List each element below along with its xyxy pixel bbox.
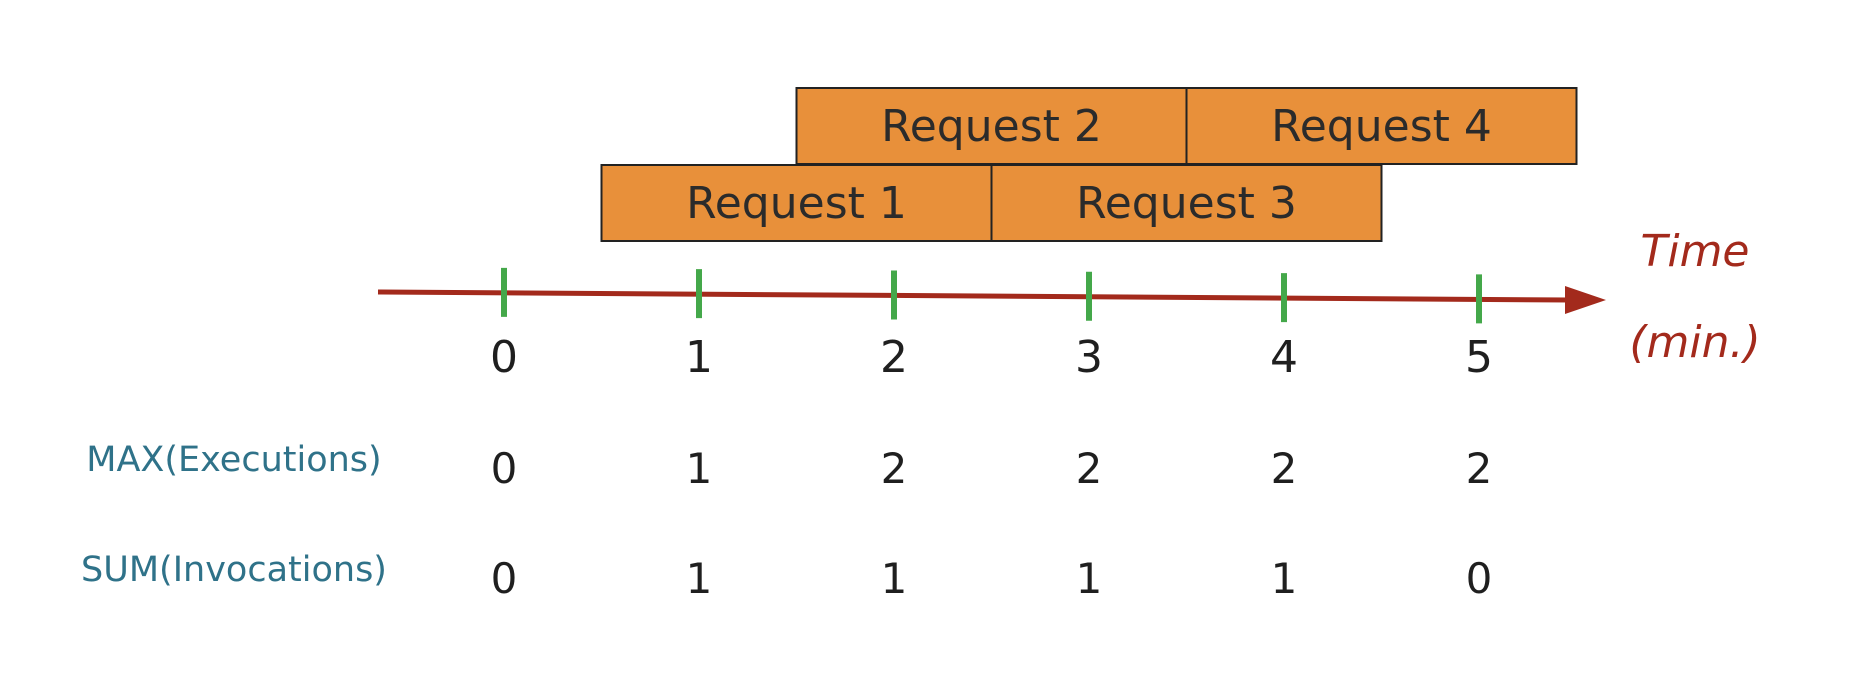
metric-label: MAX(Executions) [86, 440, 381, 480]
request-bar-label: Request 3 [1076, 178, 1297, 229]
time-tick-label: 2 [880, 332, 908, 383]
metric-value: 1 [881, 554, 908, 603]
request-bar [795, 87, 1188, 165]
request-bar-label: Request 2 [881, 101, 1102, 152]
time-tick-label: 5 [1465, 332, 1493, 383]
request-bars: Request 1 Request 2 Request 3 Request 4 [600, 87, 1578, 242]
time-axis-unit-label: (min.) [1629, 317, 1760, 368]
metric-value: 2 [1271, 444, 1298, 493]
metric-value: 0 [491, 554, 518, 603]
request-bar [600, 164, 993, 242]
metric-value: 2 [1466, 444, 1493, 493]
metric-value: 1 [1076, 554, 1103, 603]
time-tick-label: 0 [490, 332, 518, 383]
metric-value: 1 [686, 444, 713, 493]
time-tick-label: 3 [1075, 332, 1103, 383]
time-axis-line [377, 289, 1571, 303]
time-axis-ticks: 0 1 2 3 4 5 [490, 267, 1493, 383]
request-bar [1185, 87, 1578, 165]
time-axis-arrowhead [1565, 286, 1606, 314]
metric-value: 2 [1076, 444, 1103, 493]
metric-value: 0 [1466, 554, 1493, 603]
time-tick-label: 1 [685, 332, 713, 383]
metric-value: 1 [1271, 554, 1298, 603]
time-axis: 0 1 2 3 4 5 Time (min.) [377, 226, 1761, 383]
metric-value: 0 [491, 444, 518, 493]
request-bar-label: Request 1 [686, 178, 907, 229]
time-tick-label: 4 [1270, 332, 1298, 383]
request-bar-label: Request 4 [1271, 101, 1492, 152]
metric-value: 2 [881, 444, 908, 493]
time-axis-label: Time [1640, 226, 1749, 277]
metric-label: SUM(Invocations) [81, 550, 387, 590]
metric-value: 1 [686, 554, 713, 603]
